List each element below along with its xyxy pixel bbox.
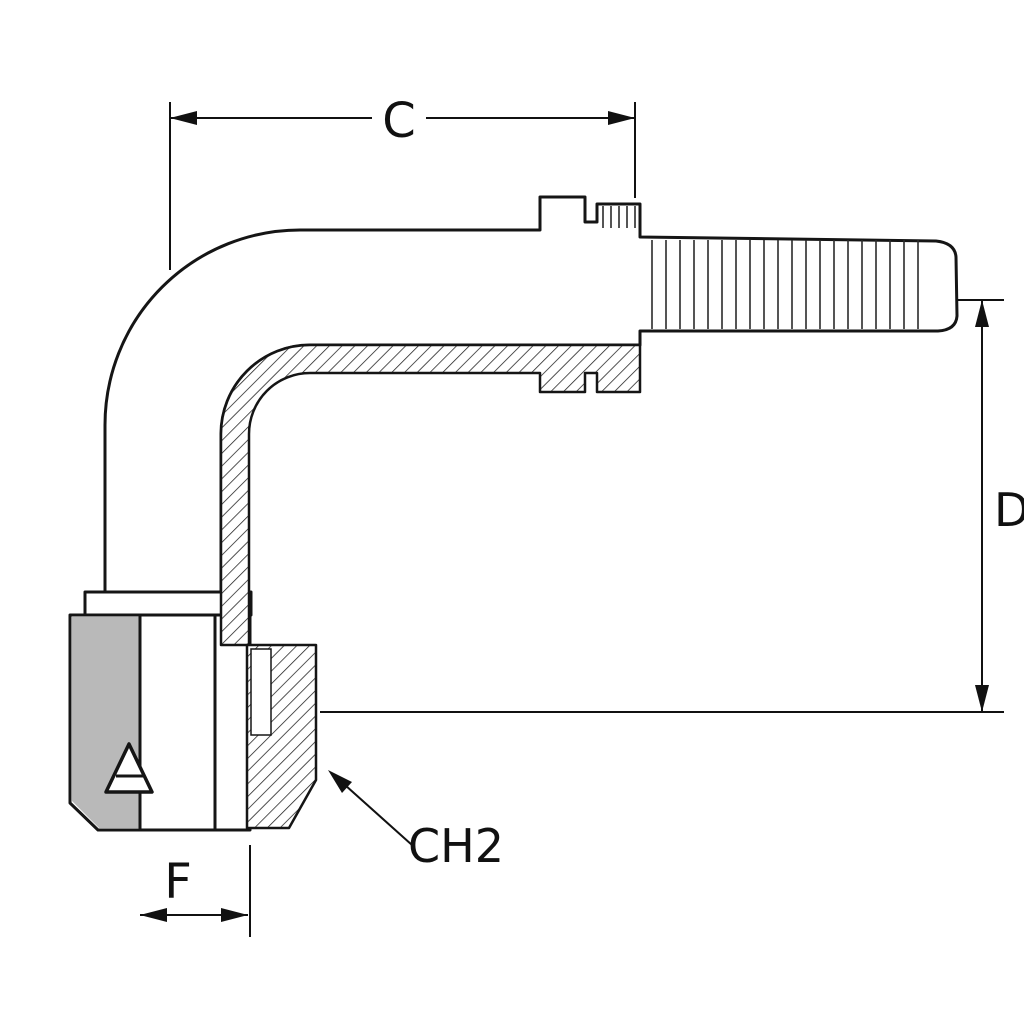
dimension-c: C [169,93,636,270]
dim-d-arrow-top [975,300,989,327]
collar-ridge-lines [602,206,636,228]
hose-tail-serrations [651,240,919,329]
dimension-f: F [140,845,251,937]
dim-c-arrow-left [170,111,197,125]
hex-nut-shade-face [72,617,140,828]
dim-f-arrow-right [221,908,248,922]
section-wall-hatch [219,343,642,647]
ch2-label: CH2 [408,819,504,873]
dimension-d: D [320,299,1024,713]
triangle-brand-logo-icon [104,742,154,794]
callout-ch2: CH2 [328,770,504,873]
dim-d-label: D [994,483,1024,537]
ch2-leader-line [344,784,413,846]
dim-c-arrow-right [608,111,635,125]
ch2-leader-arrow [328,770,352,793]
dim-f-arrow-left [140,908,167,922]
thread-clearance-slot [250,648,272,736]
dim-c-label: C [382,93,416,149]
dim-f-label: F [164,854,192,910]
dim-d-arrow-bottom [975,685,989,712]
